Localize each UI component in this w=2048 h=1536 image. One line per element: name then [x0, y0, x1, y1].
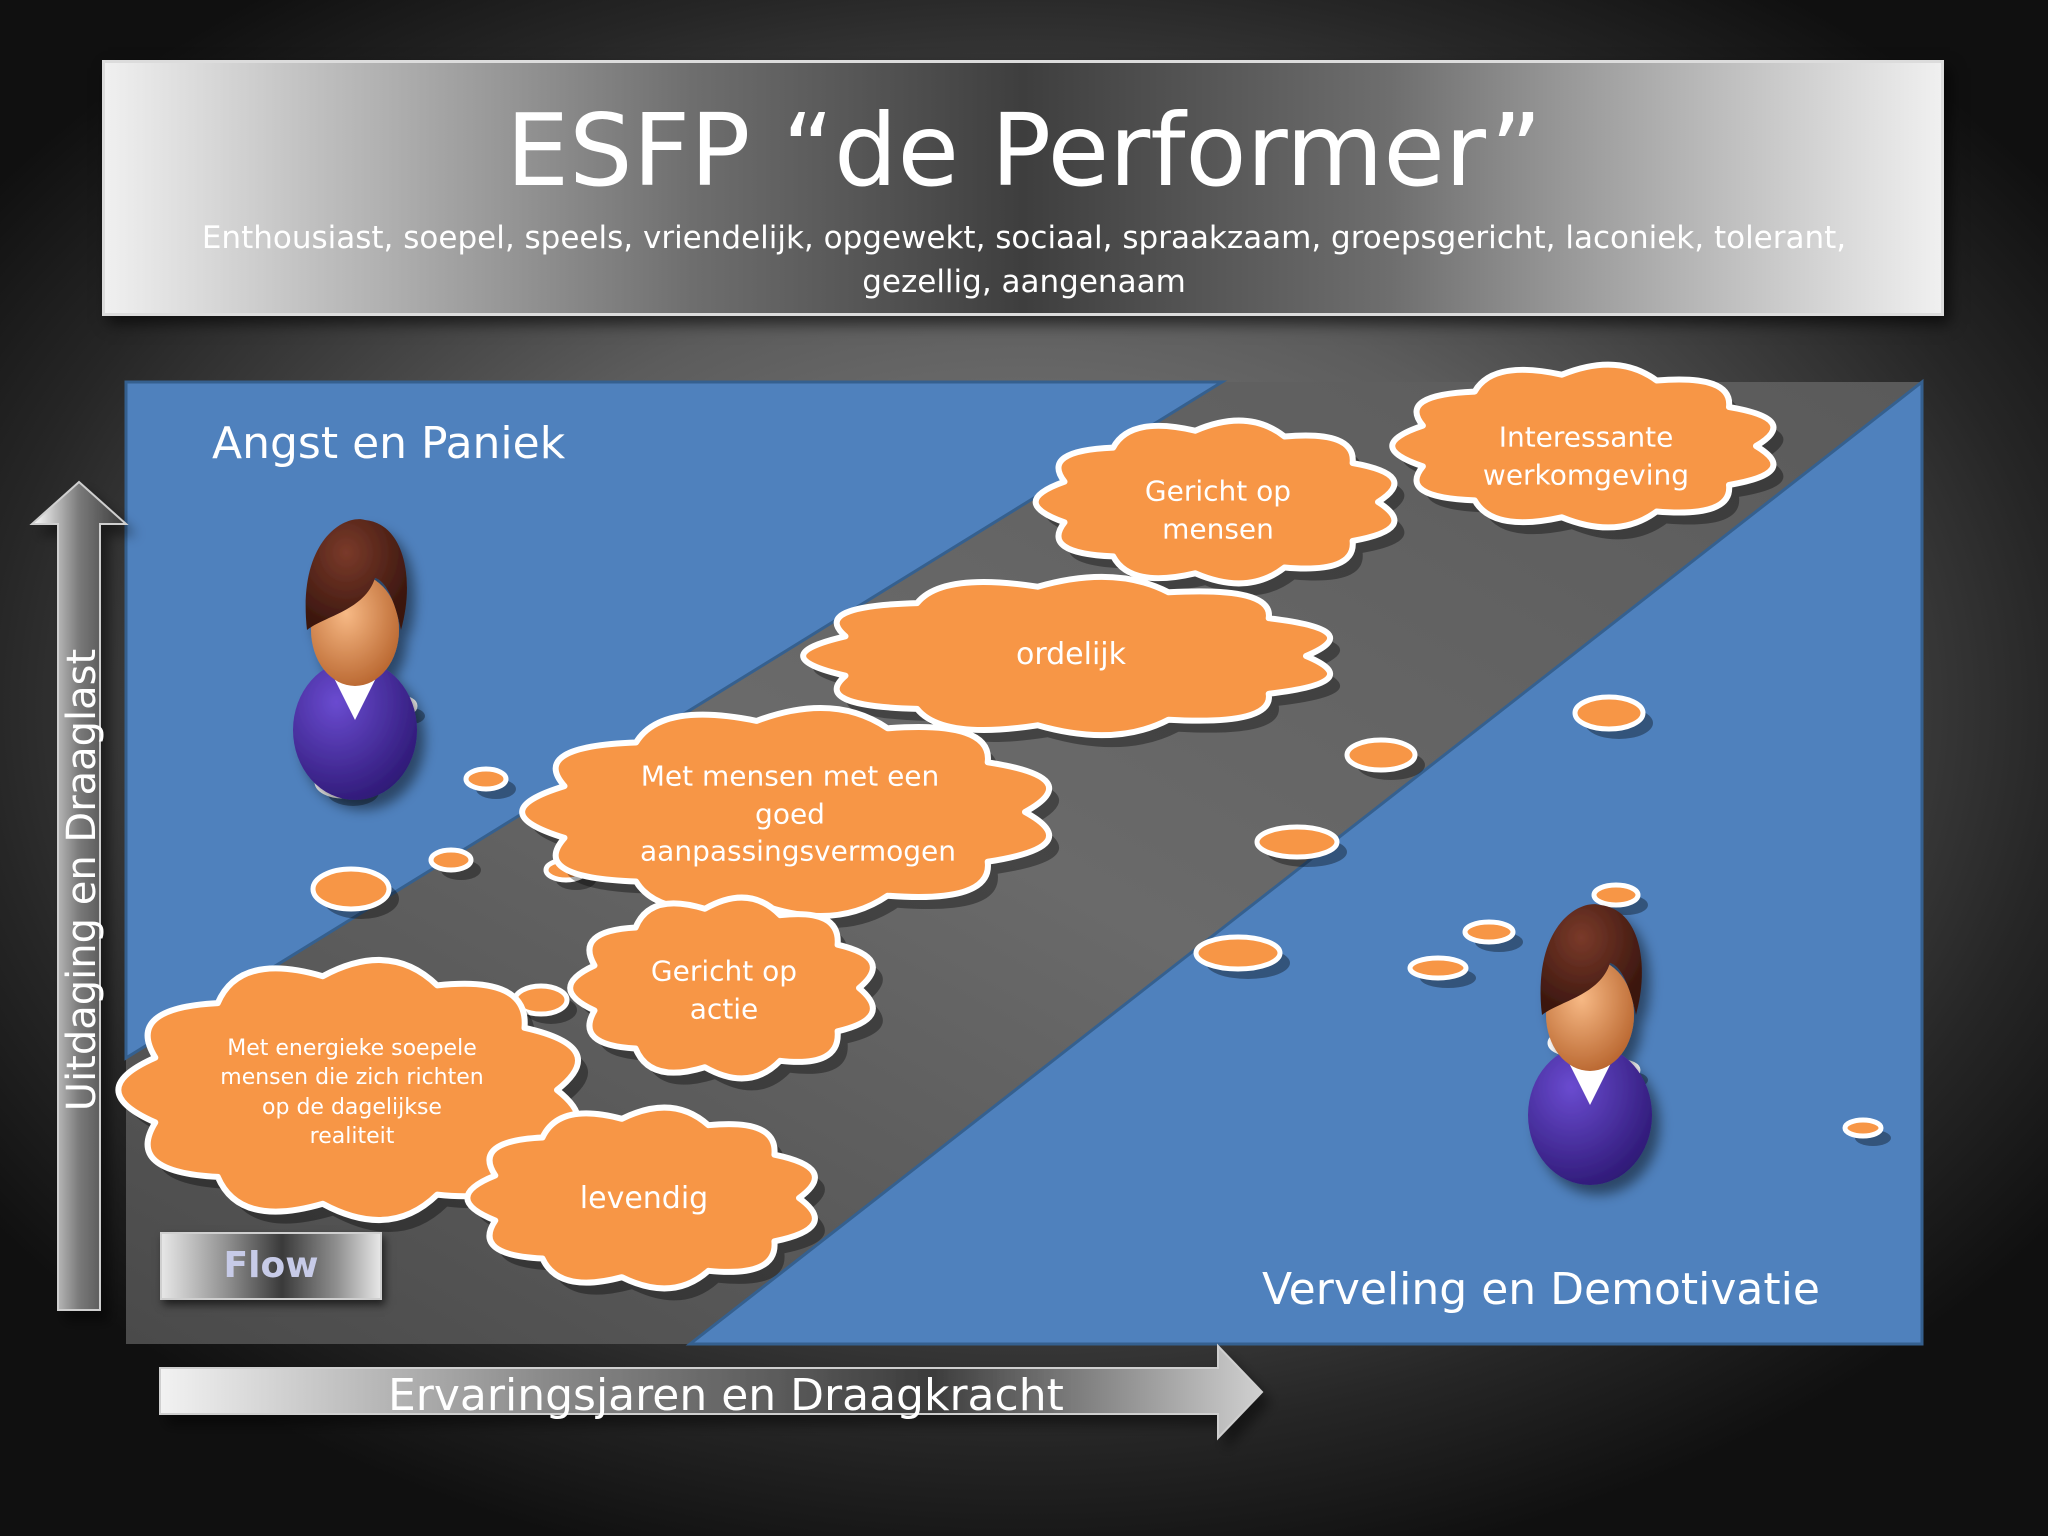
thought-bubble — [1572, 694, 1646, 732]
thought-bubble — [1344, 737, 1418, 773]
thought-bubble — [1193, 934, 1283, 972]
cloud-adaptable-people — [519, 705, 1052, 919]
thought-bubble — [1462, 919, 1516, 945]
cloud-orderly — [800, 573, 1333, 739]
y-axis-label: Uitdaging en Draaglast — [59, 648, 105, 1112]
cloud-text-action-oriented: Gericht op actie — [650, 954, 798, 1025]
x-axis-arrow — [159, 1343, 1264, 1441]
cloud-people-oriented — [1032, 417, 1398, 587]
person-icon — [1528, 904, 1652, 1185]
cloud-group — [115, 361, 1784, 1301]
y-axis-arrow — [29, 480, 129, 1311]
thought-bubble — [1407, 955, 1469, 981]
page-title: ESFP “de Performer” — [505, 92, 1543, 209]
thought-bubble — [428, 847, 474, 873]
cloud-text-interesting-workplace: Interessante werkomgeving — [1482, 420, 1690, 491]
cloud-interesting-workplace — [1389, 361, 1777, 531]
title-banner — [102, 60, 1944, 316]
cloud-energetic-people — [115, 957, 581, 1223]
cloud-text-orderly: ordelijk — [1015, 636, 1127, 672]
zone-label-anxiety: Angst en Paniek — [212, 418, 566, 469]
cloud-lively — [464, 1104, 818, 1292]
zone-label-boredom: Verveling en Demotivatie — [1262, 1264, 1820, 1315]
thought-bubble — [1254, 824, 1340, 860]
cloud-text-adaptable-people: Met mensen met een goed aanpassingsvermo… — [640, 759, 957, 868]
flow-button[interactable]: Flow — [160, 1232, 382, 1300]
cloud-text-lively: levendig — [579, 1180, 709, 1216]
thought-bubble — [1842, 1117, 1884, 1139]
person-icon — [293, 519, 417, 800]
page-subtitle: Enthousiast, soepel, speels, vriendelijk… — [201, 220, 1847, 300]
thought-bubble — [463, 766, 509, 792]
flow-band — [126, 382, 1922, 1344]
cloud-text-energetic-people: Met energieke soepele mensen die zich ri… — [220, 1036, 484, 1150]
cloud-action-oriented — [567, 894, 876, 1082]
thought-bubble — [1591, 882, 1641, 908]
x-axis-label: Ervaringsjaren en Draagkracht — [388, 1370, 1064, 1421]
cloud-text-people-oriented: Gericht op mensen — [1144, 474, 1292, 545]
thought-bubble — [310, 866, 392, 912]
